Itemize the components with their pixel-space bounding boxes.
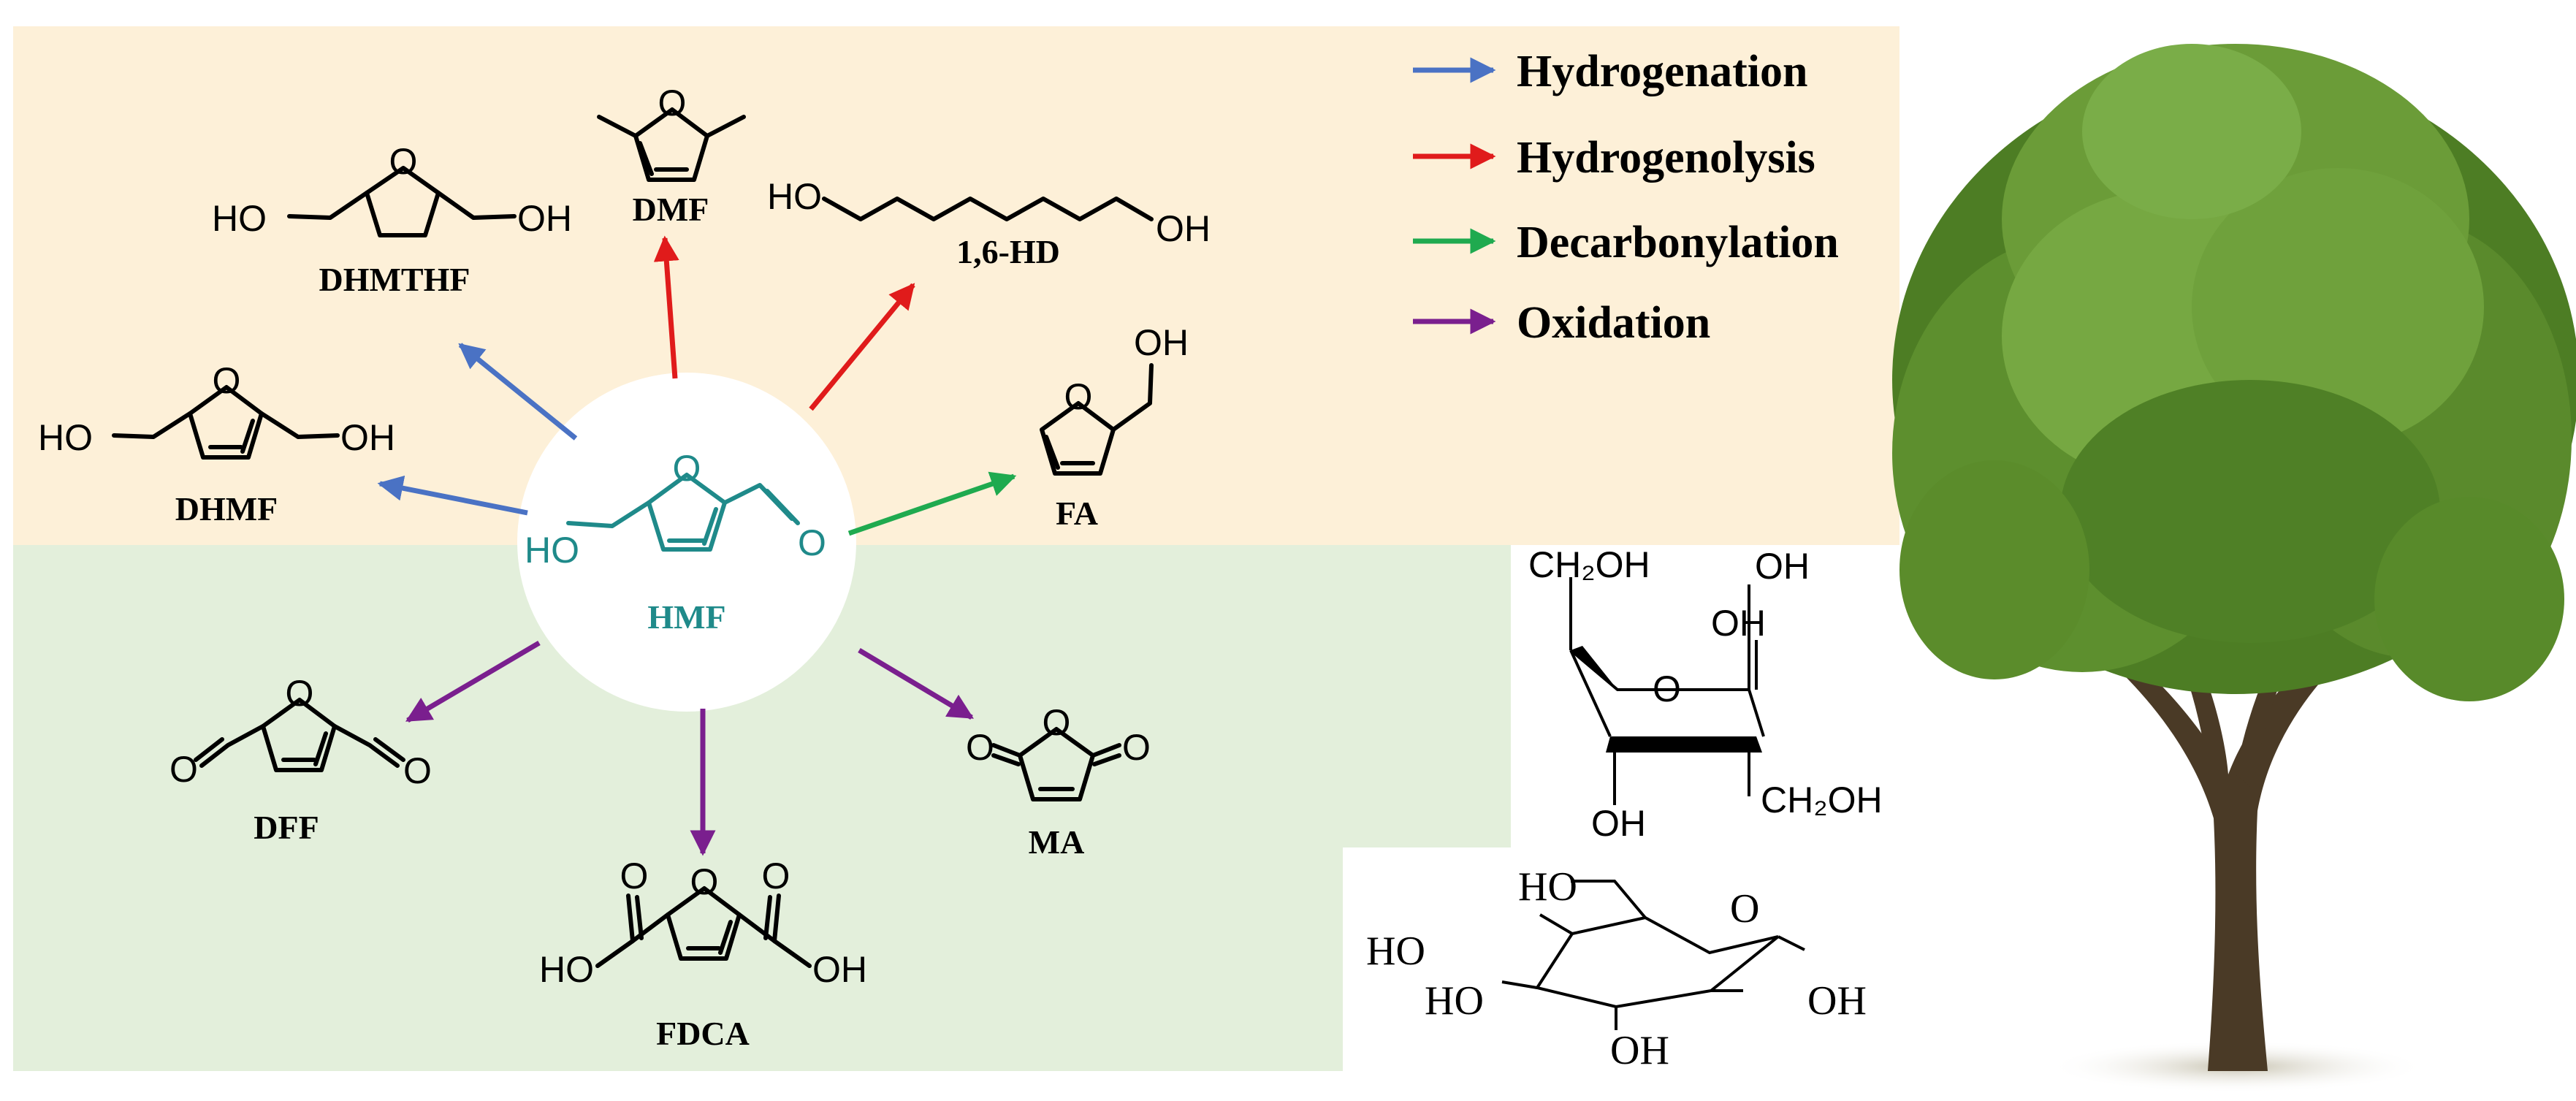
dhmthf-hydroxyl-left: HO — [212, 198, 267, 239]
arrow-to-fa — [847, 471, 1017, 536]
hmf-label: HMF — [647, 598, 725, 636]
dhmthf-label: DHMTHF — [319, 261, 470, 298]
tree-illustration — [1892, 44, 2576, 1093]
dhmthf-structure: O HO OH DHMTHF — [212, 141, 572, 298]
reaction-arrows — [377, 235, 1017, 856]
legend: Hydrogenation Hydrogenolysis Decarbonyla… — [1413, 47, 1839, 348]
fdca-carbonyl-oxygen-right: O — [762, 856, 790, 896]
ma-structure: O O O MA — [966, 702, 1151, 861]
arrow-to-16hd — [809, 283, 915, 411]
fructose-oh-top-right: OH — [1755, 546, 1810, 587]
fa-structure: O OH FA — [1040, 322, 1189, 532]
fdca-carbonyl-oxygen-left: O — [620, 856, 649, 896]
glucose-structure: HO O HO HO OH OH — [1366, 864, 1867, 1073]
glucose-oh-right: OH — [1807, 978, 1867, 1024]
hd-label: 1,6-HD — [956, 233, 1060, 270]
glucose-ho-bottom: HO — [1425, 978, 1484, 1024]
dhmf-structure: O HO OH DHMF — [38, 360, 395, 527]
dhmthf-hydroxyl-right: OH — [517, 198, 572, 239]
glucose-oh-bottom: OH — [1610, 1028, 1669, 1073]
hd-hydroxyl-right: OH — [1156, 208, 1211, 249]
dmf-label: DMF — [633, 191, 709, 228]
fdca-structure: O O O HO OH FDCA — [539, 856, 867, 1052]
glucose-ring-oxygen: O — [1730, 886, 1759, 932]
dhmf-hydroxyl-left: HO — [38, 417, 93, 458]
arrow-to-ma — [858, 647, 975, 720]
hmf-ring-oxygen: O — [673, 448, 701, 489]
arrow-to-dmf — [653, 235, 679, 379]
dff-label: DFF — [254, 809, 319, 846]
tree-canopy — [1892, 44, 2576, 701]
fructose-ring-oxygen: O — [1653, 668, 1681, 709]
legend-label-hydrogenation: Hydrogenation — [1517, 47, 1807, 96]
dff-aldehyde-oxygen-right: O — [403, 750, 432, 791]
fructose-ch2oh-top: CH₂OH — [1528, 544, 1650, 585]
dff-aldehyde-oxygen-left: O — [169, 749, 198, 790]
ma-ring-oxygen: O — [1043, 702, 1071, 743]
arrow-to-dff — [405, 640, 541, 723]
ma-carbonyl-oxygen-right: O — [1122, 727, 1151, 768]
dff-structure: O O O DFF — [169, 673, 432, 846]
glucose-ho-middle: HO — [1366, 929, 1425, 974]
fdca-hydroxyl-left: HO — [539, 949, 594, 990]
dhmf-label: DHMF — [175, 490, 278, 527]
top-panel — [13, 26, 1899, 545]
fdca-label: FDCA — [656, 1015, 750, 1052]
fdca-hydroxyl-right: OH — [812, 949, 867, 990]
legend-label-oxidation: Oxidation — [1517, 298, 1710, 348]
hmf-aldehyde-oxygen: O — [798, 522, 826, 563]
fa-hydroxyl: OH — [1134, 322, 1189, 363]
ma-label: MA — [1029, 823, 1085, 861]
fructose-box — [1511, 545, 1899, 847]
fructose-oh-bottom: OH — [1591, 803, 1646, 844]
hd-hydroxyl-left: HO — [767, 176, 822, 217]
fructose-structure: CH₂OH OH OH O OH CH₂OH — [1528, 544, 1883, 844]
arrow-to-dhmf — [377, 475, 528, 516]
legend-label-hydrogenolysis: Hydrogenolysis — [1517, 133, 1815, 183]
fdca-ring-oxygen: O — [690, 861, 719, 902]
legend-label-decarbonylation: Decarbonylation — [1517, 218, 1839, 267]
dhmf-oxygen: O — [213, 360, 241, 401]
hmf-structure: O HO O HMF — [525, 448, 826, 636]
glucose-box — [1343, 847, 1899, 1071]
ma-carbonyl-oxygen-left: O — [966, 727, 994, 768]
fa-label: FA — [1056, 495, 1098, 532]
dmf-oxygen: O — [658, 83, 687, 123]
dmf-structure: O DMF — [597, 83, 746, 228]
glucose-ho-top: HO — [1518, 864, 1577, 910]
dff-ring-oxygen: O — [286, 673, 314, 714]
fructose-ch2oh-bottom: CH₂OH — [1761, 780, 1883, 820]
dhmthf-oxygen: O — [389, 141, 418, 182]
fa-oxygen: O — [1064, 376, 1093, 417]
hexanediol-structure: HO OH 1,6-HD — [767, 176, 1211, 270]
arrow-to-dhmthf — [458, 343, 578, 441]
dhmf-hydroxyl-right: OH — [340, 417, 395, 458]
tree-trunk — [2089, 621, 2370, 1071]
fructose-oh-anomeric: OH — [1711, 603, 1766, 644]
hmf-hydroxyl: HO — [525, 530, 579, 571]
